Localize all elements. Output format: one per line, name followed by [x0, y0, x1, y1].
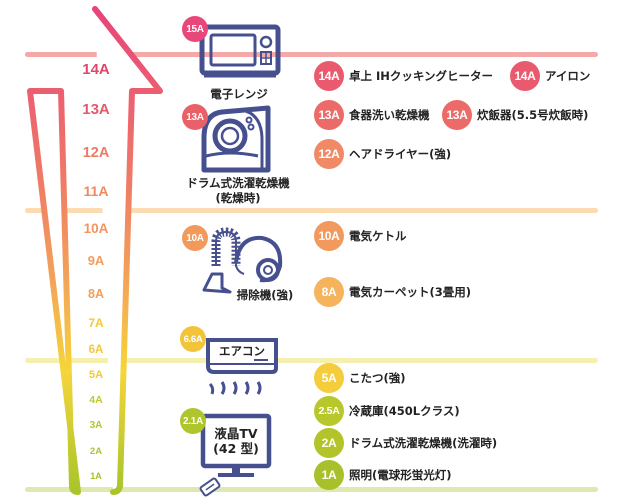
scale-label: 11A [83, 183, 109, 199]
line-5a [25, 358, 598, 363]
amp-badge: 12A [314, 139, 344, 169]
appliance-label: 掃除機(強) [236, 288, 294, 302]
appliance-label: エアコン [212, 344, 272, 358]
appliance-vacuum: 10A 掃除機(強) [180, 222, 300, 302]
scale-label: 9A [87, 253, 105, 268]
item-label: アイロン [545, 69, 591, 83]
tv-icon [199, 413, 272, 497]
scale-label: 7A [88, 316, 104, 330]
amp-badge: 2A [314, 428, 344, 458]
appliance-tv: 2.1A 液晶TV (42 型) [180, 405, 290, 500]
list-item: 14A アイロン [510, 61, 591, 91]
amp-badge: 14A [510, 61, 540, 91]
scale-label: 14A [82, 61, 110, 78]
amp-badge: 2.5A [314, 396, 344, 426]
amp-badge: 10A [182, 225, 208, 251]
line-1a [25, 487, 598, 492]
line-14a [25, 52, 598, 57]
item-label: 電気カーペット(3畳用) [349, 285, 472, 299]
amp-badge: 15A [182, 16, 208, 42]
line-10a [25, 208, 598, 213]
appliance-label: ドラム式洗濯乾燥機 [186, 176, 290, 190]
amp-badge: 14A [314, 61, 344, 91]
amp-badge: 13A [314, 100, 344, 130]
scale-label: 5A [88, 369, 104, 381]
list-item: 8A 電気カーペット(3畳用) [314, 277, 472, 307]
amp-badge: 2.1A [180, 408, 206, 434]
list-item: 14A 卓上 IHクッキングヒーター [314, 61, 494, 91]
amp-badge: 6.6A [180, 326, 206, 352]
appliance-air-conditioner: 6.6A エアコン [180, 322, 290, 402]
scale-label: 13A [82, 101, 110, 118]
scale-label: 8A [88, 287, 104, 301]
vacuum-cleaner-icon [202, 227, 283, 294]
list-item: 2A ドラム式洗濯乾燥機(洗濯時) [314, 428, 498, 458]
amp-badge: 1A [314, 460, 344, 490]
item-label: ヘアドライヤー(強) [349, 147, 452, 161]
microwave-icon [199, 24, 281, 78]
list-item: 1A 照明(電球形蛍光灯) [314, 460, 452, 490]
appliance-drum-washer: 13A ドラム式洗濯乾燥機 (乾燥時) [182, 100, 297, 210]
list-item: 13A 炊飯器(5.5号炊飯時) [442, 100, 589, 130]
appliance-sublabel: (42 型) [213, 441, 259, 456]
item-label: 食器洗い乾燥機 [349, 108, 430, 122]
amp-badge: 8A [314, 277, 344, 307]
appliance-sublabel: (乾燥時) [215, 191, 261, 205]
appliance-microwave: 15A 電子レンジ [180, 10, 290, 101]
scale-label: 2A [89, 446, 103, 457]
amp-badge: 13A [182, 104, 208, 130]
item-label: 照明(電球形蛍光灯) [349, 468, 452, 482]
item-label: ドラム式洗濯乾燥機(洗濯時) [349, 436, 498, 450]
list-item: 13A 食器洗い乾燥機 [314, 100, 430, 130]
amp-badge: 5A [314, 363, 344, 393]
scale-label: 6A [88, 344, 104, 356]
item-label: こたつ(強) [349, 371, 406, 385]
item-label: 電気ケトル [349, 229, 407, 243]
appliance-label: 液晶TV [214, 426, 258, 441]
list-item: 5A こたつ(強) [314, 363, 406, 393]
item-label: 冷蔵庫(450Lクラス) [349, 404, 460, 418]
appliance-label: 電子レンジ [210, 87, 268, 101]
list-item: 2.5A 冷蔵庫(450Lクラス) [314, 396, 460, 426]
scale-label: 4A [89, 394, 103, 406]
list-item: 10A 電気ケトル [314, 221, 407, 251]
item-label: 卓上 IHクッキングヒーター [349, 69, 494, 83]
amp-badge: 13A [442, 100, 472, 130]
scale-label: 3A [89, 420, 103, 431]
scale-label: 10A [83, 221, 109, 236]
item-label: 炊飯器(5.5号炊飯時) [477, 108, 589, 122]
drum-washer-icon [201, 105, 271, 173]
scale-label: 1A [90, 471, 102, 481]
amp-badge: 10A [314, 221, 344, 251]
list-item: 12A ヘアドライヤー(強) [314, 139, 452, 169]
scale-label: 12A [82, 145, 110, 161]
